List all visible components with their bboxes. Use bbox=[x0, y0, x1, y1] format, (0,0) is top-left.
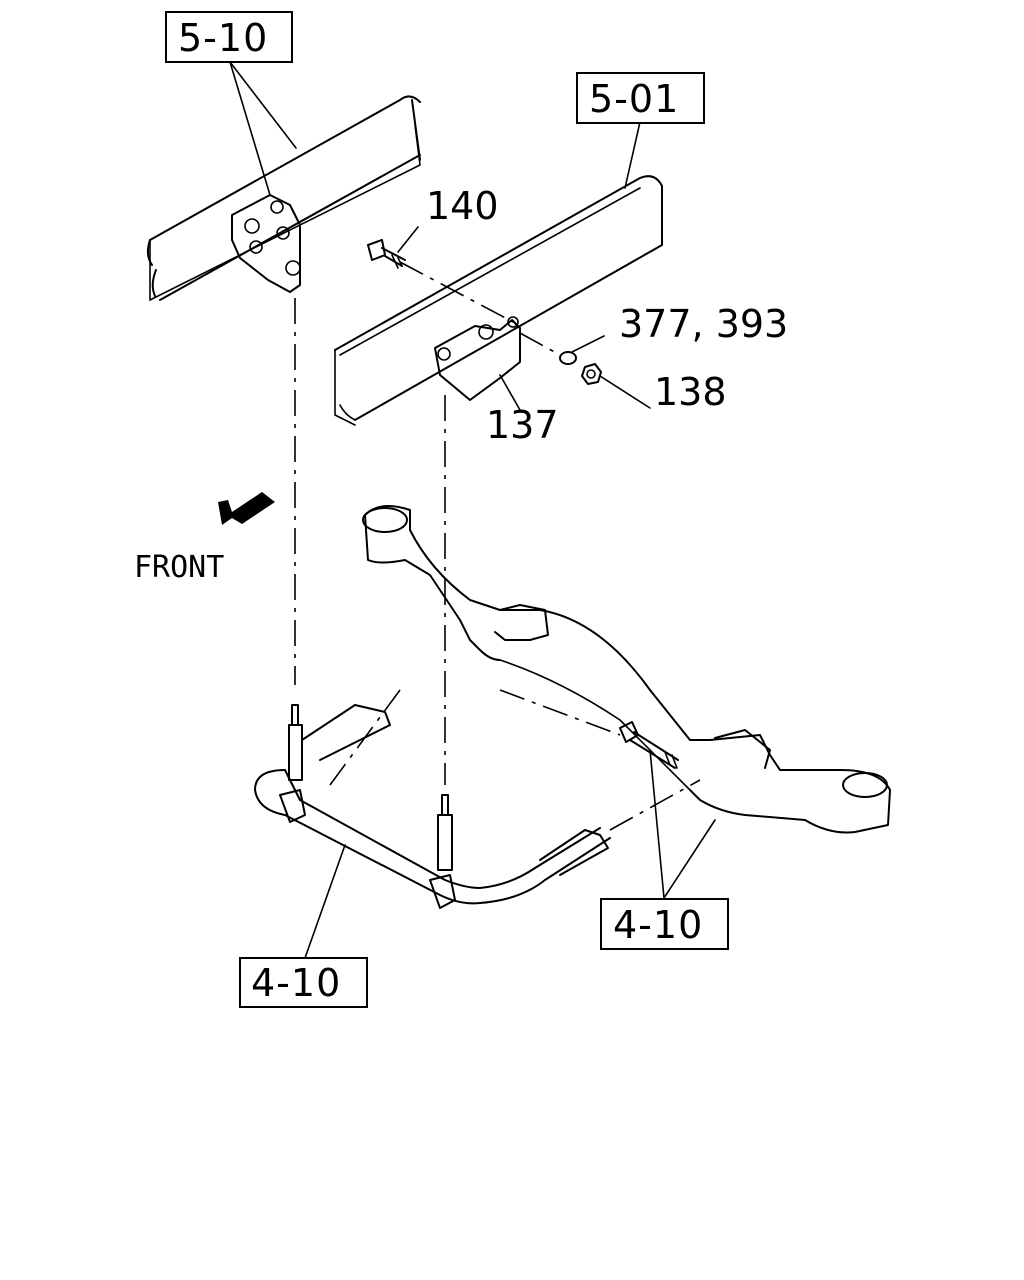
ref-4-10-left-label: 4-10 bbox=[251, 961, 341, 1005]
lower-bolt bbox=[619, 721, 679, 769]
part-377-393-label: 377, 393 bbox=[619, 302, 788, 346]
right-frame-rail bbox=[334, 175, 663, 426]
part-137-label: 137 bbox=[486, 403, 559, 447]
washer-377-393 bbox=[559, 351, 577, 365]
bolt-140 bbox=[367, 239, 406, 269]
ref-box-4-10-right: 4-10 bbox=[600, 898, 729, 950]
stabilizer-bar bbox=[254, 704, 611, 909]
leader-lines bbox=[229, 61, 716, 959]
left-frame-rail bbox=[146, 95, 421, 301]
part-140-label: 140 bbox=[426, 184, 499, 228]
part-138-label: 138 bbox=[654, 370, 727, 414]
ref-5-10-label: 5-10 bbox=[178, 16, 268, 60]
ref-box-5-01: 5-01 bbox=[576, 72, 705, 124]
front-label: FRONT bbox=[134, 550, 224, 585]
front-arrow-icon bbox=[218, 492, 275, 525]
ref-5-01-label: 5-01 bbox=[589, 77, 679, 121]
crossmember bbox=[362, 505, 891, 834]
bracket-137 bbox=[434, 316, 521, 401]
ref-4-10-right-label: 4-10 bbox=[613, 903, 703, 947]
nut-138 bbox=[581, 363, 602, 385]
ref-box-4-10-left: 4-10 bbox=[239, 957, 368, 1008]
ref-box-5-10: 5-10 bbox=[165, 11, 293, 63]
